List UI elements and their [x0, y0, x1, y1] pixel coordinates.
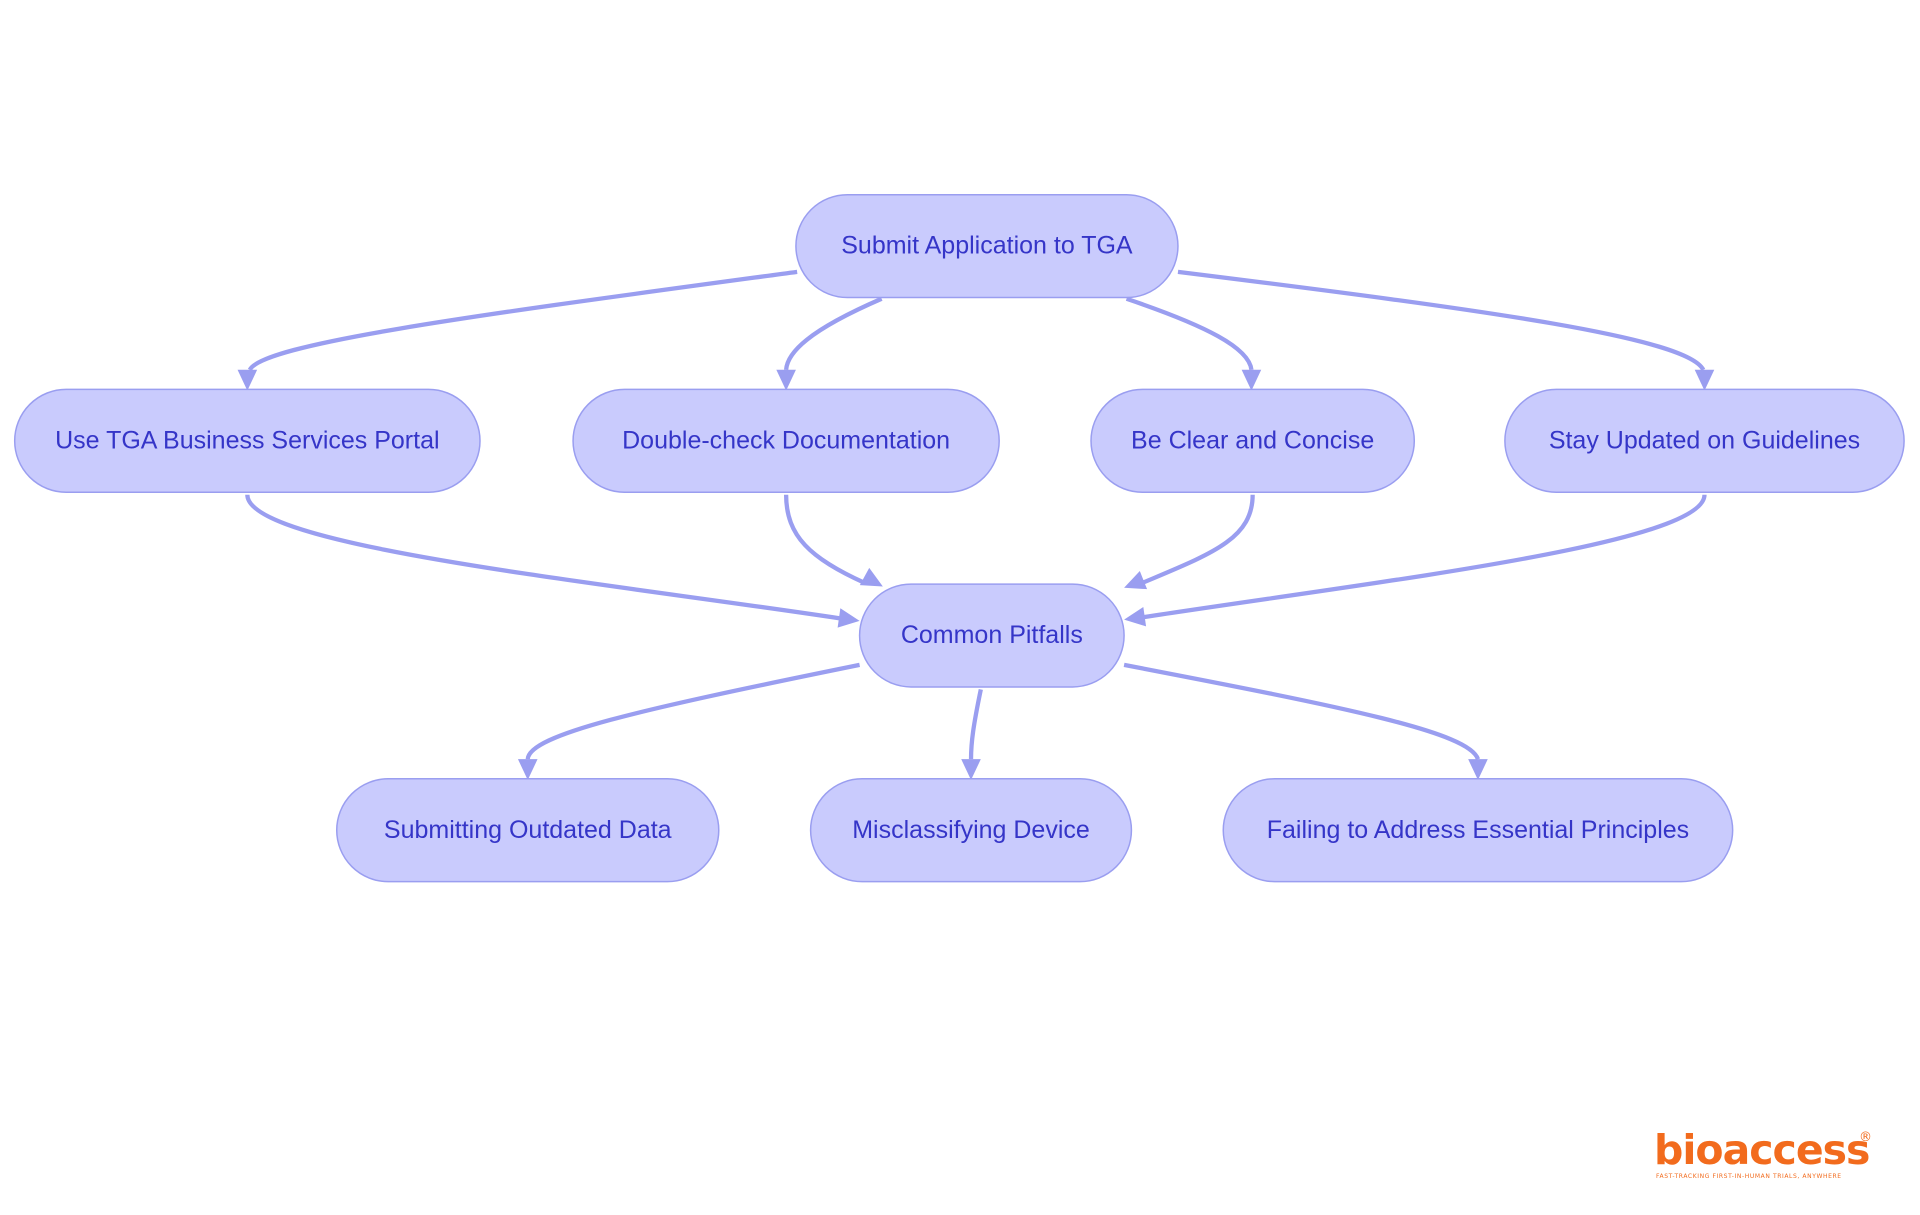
arrow-head	[517, 759, 538, 780]
edge-line	[783, 494, 866, 585]
arrow-head	[237, 369, 258, 391]
edge-submit-to-portal	[237, 269, 798, 391]
edge-pitfalls-to-failing	[1123, 662, 1488, 780]
node-stay: Stay Updated on Guidelines	[1504, 388, 1905, 493]
node-failing: Failing to Address Essential Principles	[1222, 778, 1734, 883]
edge-line	[1143, 494, 1707, 620]
arrow-head	[1241, 369, 1262, 391]
arrow-head	[776, 369, 796, 391]
arrow-head	[1694, 369, 1715, 391]
diagram-nodes: Submit Application to TGA Use TGA Busines…	[13, 193, 1905, 883]
node-label: Common Pitfalls	[901, 621, 1083, 649]
node-label: Submitting Outdated Data	[384, 816, 672, 844]
node-shape	[1504, 388, 1905, 493]
node-label: Be Clear and Concise	[1131, 426, 1374, 454]
edge-pitfalls-to-misclass	[961, 688, 983, 780]
bioaccess-logo: bioaccess ® FAST-TRACKING FIRST-IN-HUMAN…	[1654, 1126, 1872, 1184]
node-misclass: Misclassifying Device	[809, 778, 1133, 883]
node-outdated: Submitting Outdated Data	[335, 778, 720, 883]
edge-clear-to-pitfalls	[1124, 494, 1255, 590]
edge-line	[247, 269, 798, 372]
node-shape	[572, 388, 1000, 493]
edge-line	[1177, 269, 1706, 371]
node-label: Stay Updated on Guidelines	[1549, 426, 1860, 454]
node-label: Double-check Documentation	[622, 426, 950, 454]
node-shape	[335, 778, 720, 883]
arrow-head	[1124, 606, 1147, 627]
node-clear: Be Clear and Concise	[1090, 388, 1416, 493]
arrow-head	[859, 567, 883, 587]
edge-double-to-pitfalls	[783, 494, 883, 587]
node-shape	[795, 193, 1179, 299]
node-shape	[858, 583, 1125, 688]
edge-line	[783, 296, 883, 371]
node-label: Submit Application to TGA	[841, 232, 1133, 260]
node-label: Use TGA Business Services Portal	[55, 426, 439, 454]
edge-portal-to-pitfalls	[245, 494, 860, 628]
edge-submit-to-stay	[1177, 269, 1715, 391]
node-double: Double-check Documentation	[572, 388, 1000, 493]
edge-submit-to-clear	[1125, 296, 1262, 391]
edge-pitfalls-to-outdated	[517, 662, 861, 780]
logo-tagline: FAST-TRACKING FIRST-IN-HUMAN TRIALS, ANY…	[1656, 1173, 1842, 1180]
node-pitfalls: Common Pitfalls	[858, 583, 1125, 688]
node-submit: Submit Application to TGA	[795, 193, 1179, 299]
edge-line	[968, 688, 983, 760]
node-label: Misclassifying Device	[852, 816, 1090, 844]
arrow-head	[961, 759, 981, 780]
node-label: Failing to Address Essential Principles	[1267, 816, 1689, 844]
edge-line	[525, 662, 861, 760]
node-shape	[1222, 778, 1734, 883]
arrow-head	[837, 608, 860, 628]
edge-submit-to-double	[776, 296, 883, 391]
node-shape	[1090, 388, 1416, 493]
arrow-head	[1124, 570, 1148, 590]
logo-wordmark: bioaccess	[1654, 1126, 1870, 1174]
diagram-edges	[237, 269, 1715, 780]
node-portal: Use TGA Business Services Portal	[13, 388, 481, 493]
node-shape	[13, 388, 481, 493]
edge-line	[245, 494, 841, 621]
edge-line	[1141, 494, 1255, 585]
edge-line	[1125, 296, 1254, 371]
edge-line	[1123, 662, 1480, 761]
arrow-head	[1468, 759, 1488, 780]
logo-registered-mark: ®	[1859, 1130, 1872, 1145]
edge-stay-to-pitfalls	[1124, 494, 1707, 627]
node-shape	[809, 778, 1133, 883]
